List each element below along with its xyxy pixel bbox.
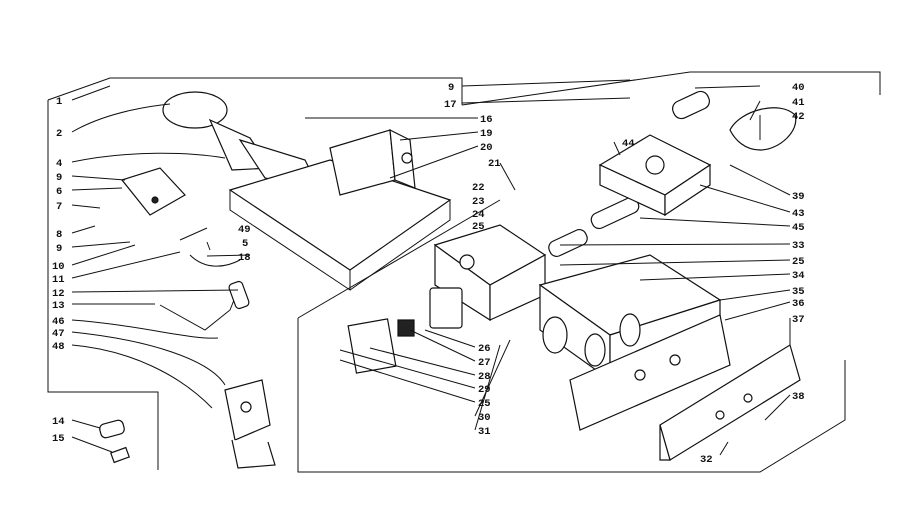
label-9c: 9 [448,82,454,94]
bracket-part [329,128,416,196]
label-47: 47 [52,328,65,340]
label-7: 7 [56,201,62,213]
front-panel [569,314,731,431]
label-21: 21 [488,158,501,170]
label-35: 35 [792,286,805,298]
label-33: 33 [792,240,805,252]
label-17: 17 [444,99,457,111]
part-labels: 1 2 4 9 6 7 8 9 10 11 12 13 46 47 48 14 … [52,82,805,466]
label-40: 40 [792,82,805,94]
label-48: 48 [52,341,65,353]
label-37: 37 [792,314,805,326]
label-49: 49 [238,224,251,236]
label-1: 1 [56,96,62,108]
label-12: 12 [52,288,65,300]
label-23: 23 [472,196,485,208]
label-13: 13 [52,300,65,312]
label-9a: 9 [56,172,62,184]
label-10: 10 [52,261,65,273]
label-28: 28 [478,371,491,383]
label-44: 44 [622,138,635,150]
left-bracket [120,167,186,216]
regulator-assembly [598,90,797,217]
tube-parts [548,196,640,258]
base-plate [228,159,452,291]
leader-lines [71,79,791,456]
label-9b: 9 [56,243,62,255]
label-43: 43 [792,208,805,220]
label-26: 26 [478,343,491,355]
label-34: 34 [792,270,805,282]
cover-plate [659,344,801,461]
label-18: 18 [238,252,251,264]
label-39: 39 [792,191,805,203]
label-16: 16 [480,114,493,126]
label-24: 24 [472,209,485,221]
label-46: 46 [52,316,65,328]
label-22: 22 [472,182,485,194]
switch-module [224,379,276,469]
label-6: 6 [56,186,62,198]
label-20: 20 [480,142,493,154]
label-2: 2 [56,128,62,140]
label-25a: 25 [472,221,485,233]
label-30: 30 [478,412,491,424]
label-27: 27 [478,357,491,369]
label-38: 38 [792,391,805,403]
label-31: 31 [478,426,491,438]
label-5: 5 [242,238,248,250]
label-11: 11 [52,274,65,286]
label-8: 8 [56,229,62,241]
label-25b: 25 [792,256,805,268]
label-15: 15 [52,433,65,445]
diagram-frame [47,71,881,473]
wire-harness [159,254,250,331]
label-14: 14 [52,416,65,428]
label-36: 36 [792,298,805,310]
small-parts [99,419,130,464]
label-4: 4 [56,158,62,170]
label-25c: 25 [478,398,491,410]
label-19: 19 [480,128,493,140]
label-42: 42 [792,111,805,123]
label-32: 32 [700,454,713,466]
label-45: 45 [792,222,805,234]
label-41: 41 [792,97,805,109]
label-29: 29 [478,384,491,396]
